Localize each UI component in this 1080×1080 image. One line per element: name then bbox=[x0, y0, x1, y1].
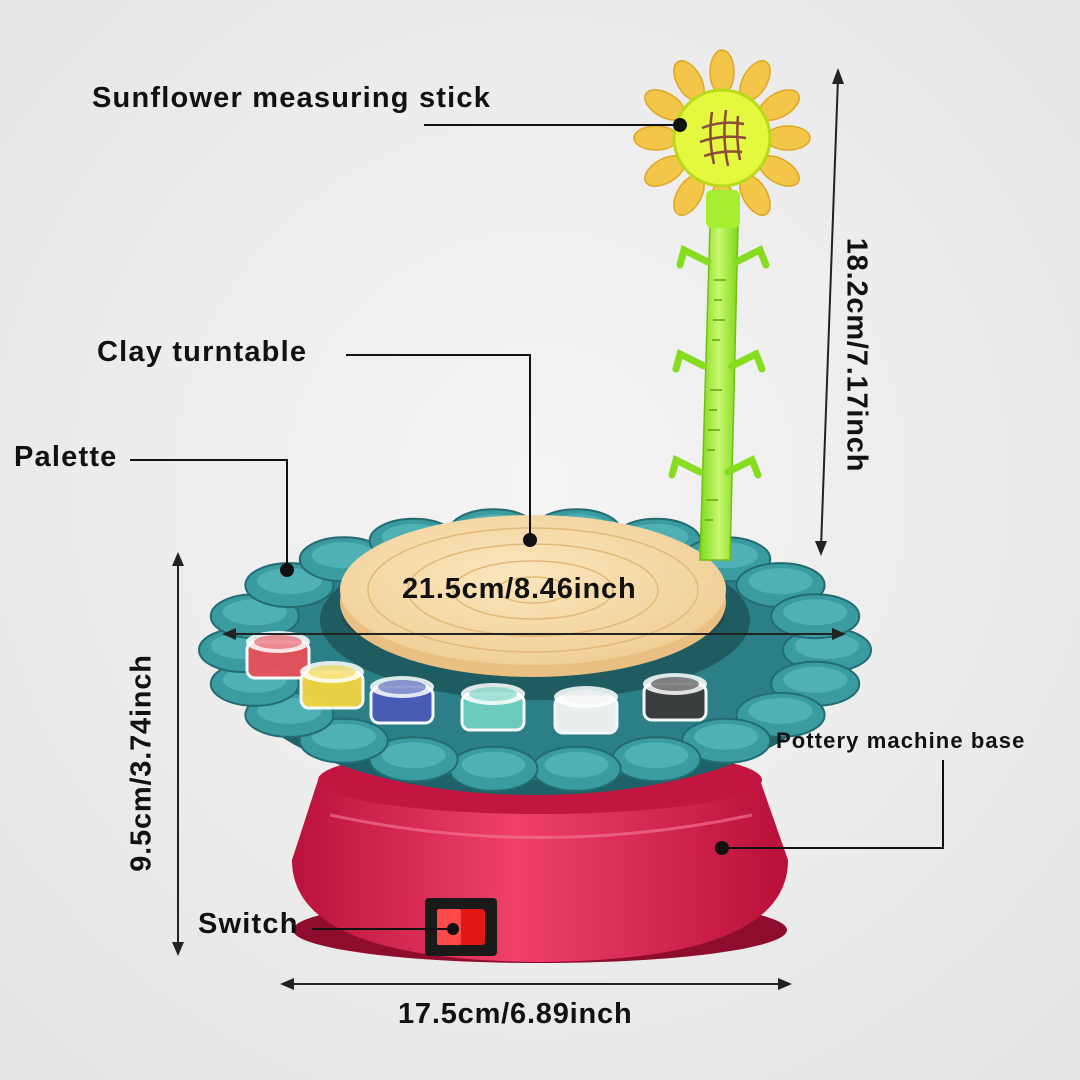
label-switch: Switch bbox=[198, 908, 299, 940]
leader-lines bbox=[130, 124, 944, 930]
dimension-base-width: 17.5cm/6.89inch bbox=[398, 998, 633, 1030]
paint-pot bbox=[369, 676, 435, 725]
callout-dots bbox=[280, 118, 729, 935]
paint-pot bbox=[642, 673, 708, 722]
label-palette: Palette bbox=[14, 441, 118, 473]
clay-turntable bbox=[340, 515, 726, 677]
label-pottery-machine-base: Pottery machine base bbox=[776, 728, 1026, 753]
sunflower-measuring-stick bbox=[633, 49, 811, 561]
paint-pot bbox=[299, 661, 365, 710]
dimension-arrows bbox=[172, 68, 846, 990]
paint-pot bbox=[245, 631, 311, 680]
paint-pots bbox=[245, 631, 708, 735]
paint-pot bbox=[553, 686, 619, 735]
paint-pot bbox=[460, 683, 526, 732]
dimension-base-height: 9.5cm/3.74inch bbox=[125, 654, 158, 872]
dimension-turntable-diameter: 21.5cm/8.46inch bbox=[402, 573, 637, 605]
dimension-stick-height: 18.2cm/7.17inch bbox=[840, 237, 873, 473]
label-clay-turntable: Clay turntable bbox=[97, 336, 308, 368]
power-switch[interactable] bbox=[425, 898, 497, 956]
label-sunflower-measuring-stick: Sunflower measuring stick bbox=[92, 82, 492, 114]
